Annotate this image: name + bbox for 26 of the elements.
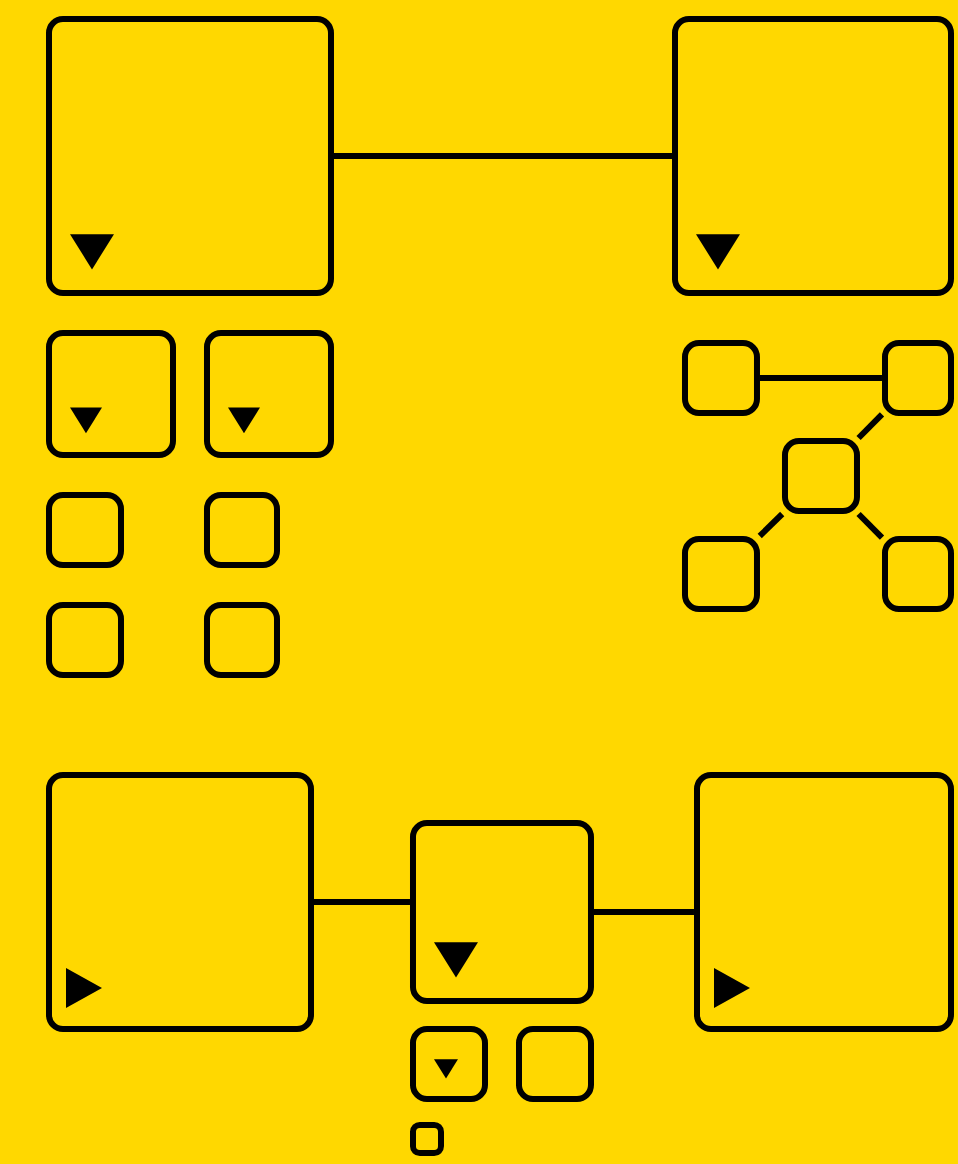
connector: [594, 909, 694, 915]
marked-box: [46, 772, 314, 1032]
box: [46, 492, 124, 568]
connector: [856, 412, 885, 441]
connector: [314, 899, 410, 905]
marked-box: [410, 1026, 488, 1102]
box: [882, 536, 954, 612]
marked-box: [694, 772, 954, 1032]
marked-box: [672, 16, 954, 296]
box: [204, 492, 280, 568]
connector: [760, 375, 882, 381]
box: [516, 1026, 594, 1102]
box: [682, 340, 760, 416]
box: [204, 602, 280, 678]
box: [410, 1122, 444, 1156]
box: [46, 602, 124, 678]
connector: [334, 153, 672, 159]
marked-box: [46, 330, 176, 458]
marked-box: [410, 820, 594, 1004]
marked-box: [204, 330, 334, 458]
connector: [856, 511, 885, 540]
connector: [757, 511, 785, 539]
box: [782, 438, 860, 514]
box: [682, 536, 760, 612]
box: [882, 340, 954, 416]
marked-box: [46, 16, 334, 296]
